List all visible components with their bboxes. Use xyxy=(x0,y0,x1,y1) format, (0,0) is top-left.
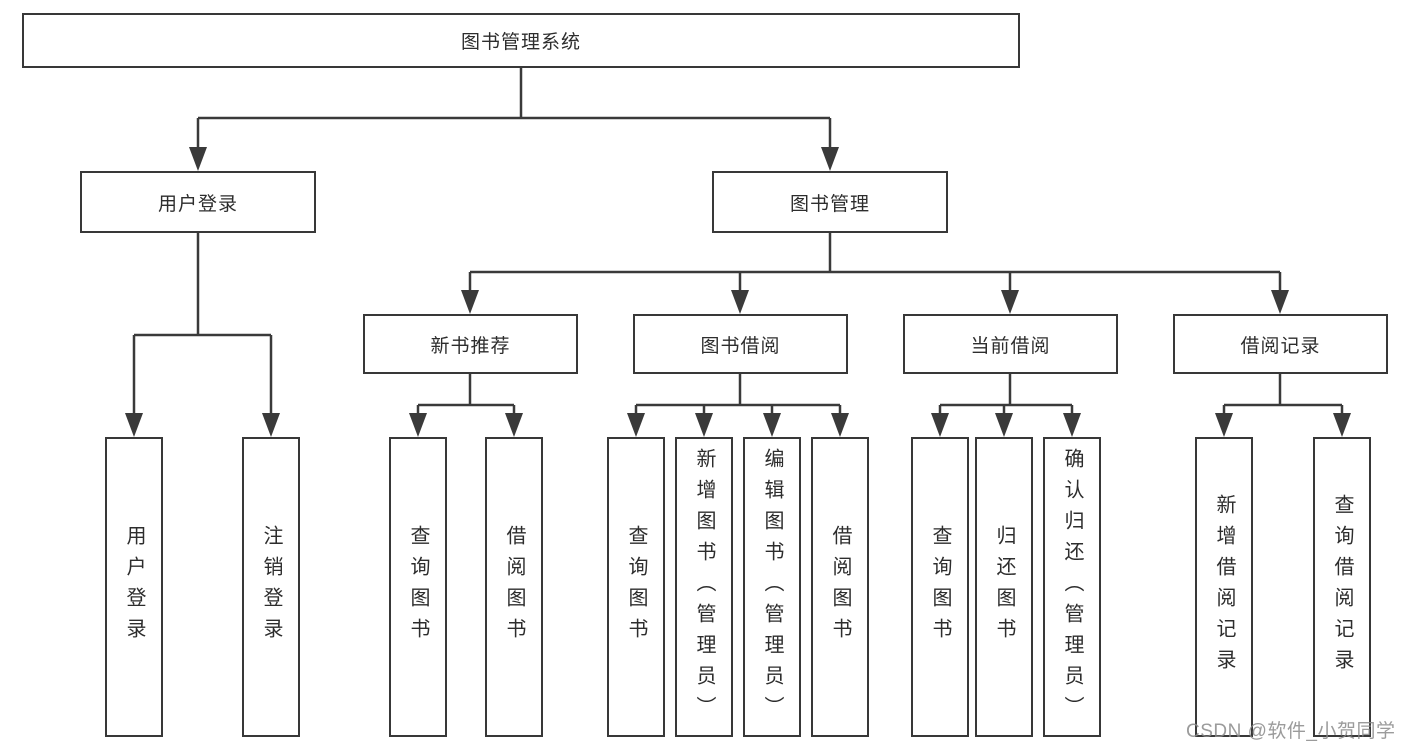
watermark: CSDN @软件_小贺同学 xyxy=(1186,721,1396,742)
arrow-down-icon xyxy=(461,290,479,314)
arrow-down-icon xyxy=(262,413,280,437)
leaf-user-login: 用户登录 xyxy=(105,437,163,737)
arrow-down-icon xyxy=(505,413,523,437)
arrow-down-icon xyxy=(189,147,207,171)
arrow-down-icon xyxy=(409,413,427,437)
leaf-query-book-recommend: 查询图书 xyxy=(389,437,447,737)
arrow-down-icon xyxy=(821,147,839,171)
arrow-down-icon xyxy=(1001,290,1019,314)
arrow-down-icon xyxy=(931,413,949,437)
arrow-down-icon xyxy=(831,413,849,437)
node-borrow-record: 借阅记录 xyxy=(1173,314,1388,374)
arrow-down-icon xyxy=(1063,413,1081,437)
leaf-add-book-admin: 新增图书（管理员） xyxy=(675,437,733,737)
node-book-borrow: 图书借阅 xyxy=(633,314,848,374)
arrow-down-icon xyxy=(995,413,1013,437)
arrow-down-icon xyxy=(1333,413,1351,437)
leaf-query-book-borrow: 查询图书 xyxy=(607,437,665,737)
leaf-logout: 注销登录 xyxy=(242,437,300,737)
arrow-down-icon xyxy=(125,413,143,437)
leaf-borrow-book-recommend: 借阅图书 xyxy=(485,437,543,737)
arrow-down-icon xyxy=(763,413,781,437)
leaf-edit-book-admin: 编辑图书（管理员） xyxy=(743,437,801,737)
arrow-down-icon xyxy=(627,413,645,437)
arrow-down-icon xyxy=(731,290,749,314)
leaf-add-borrow-record: 新增借阅记录 xyxy=(1195,437,1253,737)
leaf-borrow-book: 借阅图书 xyxy=(811,437,869,737)
leaf-return-book: 归还图书 xyxy=(975,437,1033,737)
leaf-confirm-return-admin: 确认归还（管理员） xyxy=(1043,437,1101,737)
node-new-book-recommend: 新书推荐 xyxy=(363,314,578,374)
leaf-query-book-current: 查询图书 xyxy=(911,437,969,737)
node-user-login: 用户登录 xyxy=(80,171,316,233)
arrow-down-icon xyxy=(1215,413,1233,437)
arrow-down-icon xyxy=(695,413,713,437)
node-root: 图书管理系统 xyxy=(22,13,1020,68)
node-book-management: 图书管理 xyxy=(712,171,948,233)
leaf-query-borrow-record: 查询借阅记录 xyxy=(1313,437,1371,737)
node-current-borrow: 当前借阅 xyxy=(903,314,1118,374)
arrow-down-icon xyxy=(1271,290,1289,314)
